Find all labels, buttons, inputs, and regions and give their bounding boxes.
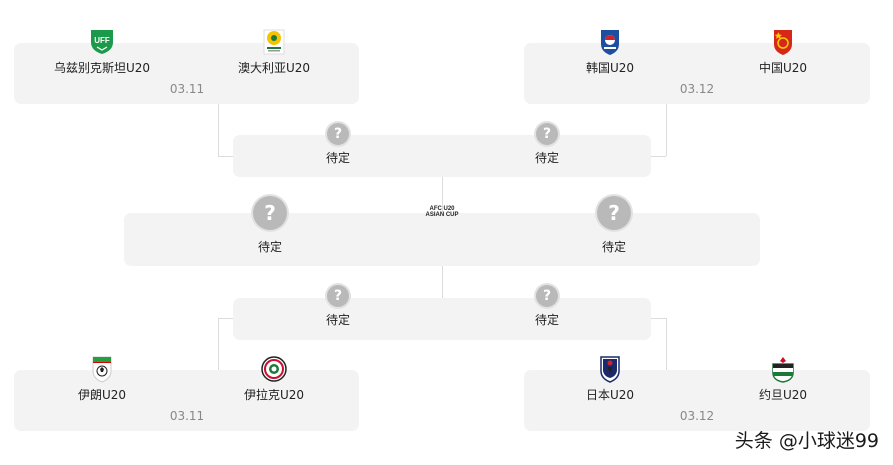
semifinal-card-top[interactable] — [233, 135, 651, 177]
svg-text:UFF: UFF — [94, 36, 110, 45]
tbd-slot[interactable]: ? 待定 — [584, 196, 644, 255]
tbd-label: 待定 — [534, 313, 559, 327]
connector-line — [666, 104, 667, 156]
connector-line — [651, 318, 666, 319]
semifinal-card-bottom[interactable] — [233, 298, 651, 340]
team-away[interactable]: 伊拉克U20 — [209, 355, 339, 403]
tbd-slot[interactable]: ? 待定 — [240, 196, 300, 255]
team-away[interactable]: 中国U20 — [718, 28, 848, 76]
match-date: 03.12 — [679, 82, 715, 96]
jfa-shield-icon — [545, 355, 675, 383]
tbd-slot[interactable]: ? 待定 — [522, 285, 572, 328]
connector-line — [218, 104, 219, 156]
connector-line — [666, 318, 667, 370]
tbd-label: 待定 — [325, 151, 350, 165]
watermark: 头条 @小球迷99 — [734, 430, 879, 452]
tbd-label: 待定 — [325, 313, 350, 327]
ffa-shield-icon — [209, 28, 339, 56]
tbd-slot[interactable]: ? 待定 — [313, 285, 363, 328]
tbd-label: 待定 — [601, 240, 626, 254]
question-icon: ? — [536, 285, 558, 307]
match-card-bottom-right[interactable] — [524, 370, 870, 431]
logo-line2: ASIAN CUP — [425, 212, 459, 218]
ifa-badge-icon — [209, 355, 339, 383]
team-home[interactable]: 韩国U20 — [545, 28, 675, 76]
team-away[interactable]: 约旦U20 — [718, 355, 848, 403]
connector-line — [442, 266, 443, 298]
team-name: 澳大利亚U20 — [237, 61, 311, 75]
team-home[interactable]: 伊朗U20 — [37, 355, 167, 403]
team-name: 乌兹别克斯坦U20 — [53, 61, 151, 75]
team-home[interactable]: UFF 乌兹别克斯坦U20 — [37, 28, 167, 76]
tbd-label: 待定 — [257, 240, 282, 254]
jfa-jordan-badge-icon — [718, 355, 848, 383]
team-name: 伊朗U20 — [77, 388, 127, 402]
match-card-top-right[interactable] — [524, 43, 870, 104]
connector-line — [218, 156, 233, 157]
cfa-shield-icon — [718, 28, 848, 56]
question-icon: ? — [536, 123, 558, 145]
team-away[interactable]: 澳大利亚U20 — [209, 28, 339, 76]
ffiri-shield-icon — [37, 355, 167, 383]
question-icon: ? — [327, 285, 349, 307]
match-date: 03.11 — [169, 409, 205, 423]
match-card-top-left[interactable] — [14, 43, 359, 104]
afc-u20-logo: AFC U20 ASIAN CUP — [412, 206, 472, 218]
team-name: 约旦U20 — [758, 388, 808, 402]
question-icon: ? — [597, 196, 631, 230]
match-card-bottom-left[interactable] — [14, 370, 359, 431]
uff-shield-icon: UFF — [37, 28, 167, 56]
team-name: 日本U20 — [585, 388, 635, 402]
question-icon: ? — [327, 123, 349, 145]
team-name: 中国U20 — [758, 61, 808, 75]
connector-line — [651, 156, 666, 157]
tbd-label: 待定 — [534, 151, 559, 165]
final-card[interactable] — [124, 213, 760, 266]
team-home[interactable]: 日本U20 — [545, 355, 675, 403]
question-icon: ? — [253, 196, 287, 230]
match-date: 03.11 — [169, 82, 205, 96]
logo-line1: AFC U20 — [429, 206, 455, 212]
tbd-slot[interactable]: ? 待定 — [522, 123, 572, 166]
connector-line — [218, 318, 219, 370]
team-name: 韩国U20 — [585, 61, 635, 75]
connector-line — [442, 177, 443, 213]
kfa-shield-icon — [545, 28, 675, 56]
connector-line — [218, 318, 233, 319]
match-date: 03.12 — [679, 409, 715, 423]
tbd-slot[interactable]: ? 待定 — [313, 123, 363, 166]
team-name: 伊拉克U20 — [243, 388, 305, 402]
